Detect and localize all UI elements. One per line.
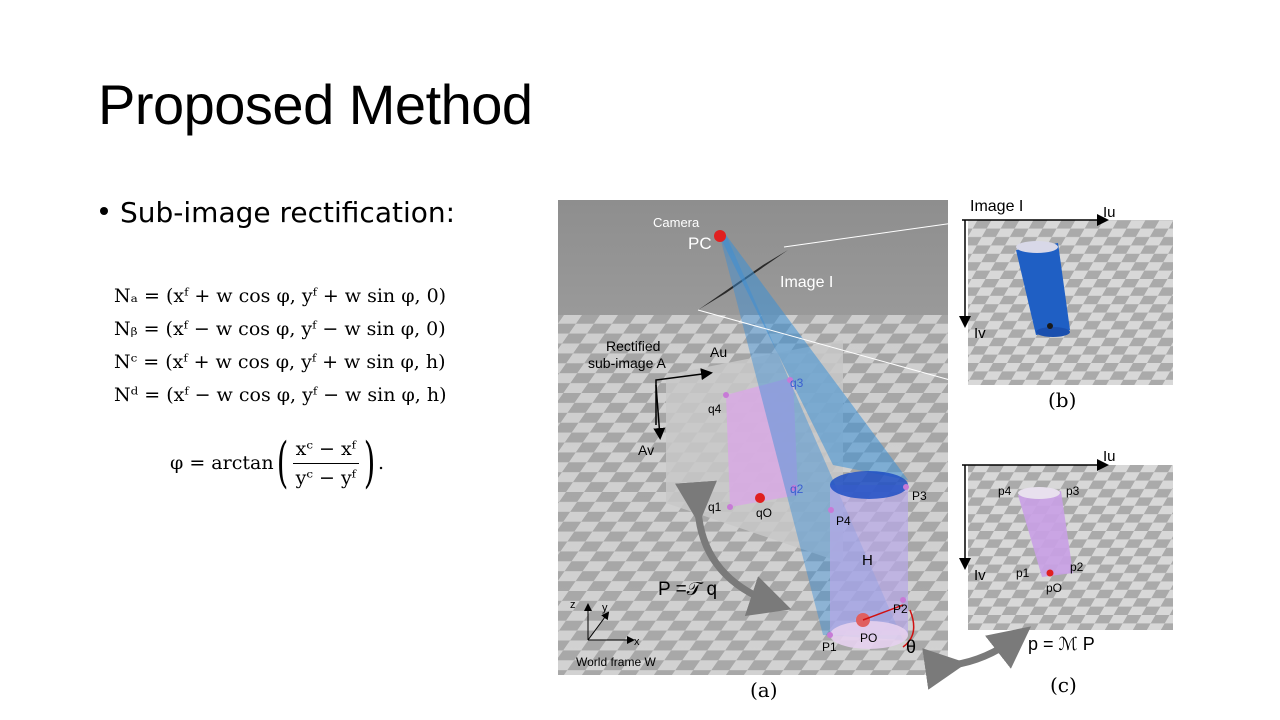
panel-c-p3-label: p3	[1066, 484, 1080, 498]
bullet-item: Sub-image rectification:	[100, 196, 455, 229]
x-label: x	[634, 636, 640, 648]
caption-b: (b)	[1048, 388, 1077, 412]
cylinder-body	[830, 485, 908, 635]
panel-b-background	[968, 220, 1173, 385]
q4-point	[723, 392, 729, 398]
bullet-dot	[100, 207, 108, 215]
caption-a: (a)	[750, 678, 778, 702]
q2-label: q2	[790, 482, 804, 496]
h-label: H	[862, 552, 873, 569]
q1-point	[727, 504, 733, 510]
world-frame-label: World frame W	[576, 655, 656, 669]
camera-label: Camera	[653, 215, 700, 230]
transform-label: P =𝒯 q	[658, 579, 717, 600]
phi-lhs: φ = arctan	[170, 452, 274, 474]
p2-label: P2	[893, 602, 908, 616]
panel-b: Image I Iu Iv	[959, 198, 1173, 385]
panel-c-iu-label: Iu	[1103, 448, 1116, 465]
panel-c-background	[968, 465, 1173, 630]
image-i-label: Image I	[780, 274, 833, 291]
panel-c-po-point	[1046, 569, 1054, 577]
p2-point	[900, 597, 906, 603]
panel-b-iv-label: Iv	[974, 325, 986, 342]
panel-b-cylinder	[1016, 243, 1070, 335]
camera-cone	[720, 235, 908, 480]
rectified-label: Rectified	[606, 338, 660, 354]
panel-c-iv-label: Iv	[974, 567, 986, 584]
sub-image-region	[726, 377, 798, 507]
panel-c-mapping-label: p = ℳ P	[1028, 634, 1095, 654]
au-label: Au	[710, 344, 727, 360]
connector-line-top	[783, 220, 969, 248]
y-axis	[587, 611, 610, 641]
phi-end: .	[377, 452, 385, 474]
phi-denominator: yᶜ − yᶠ	[295, 466, 356, 489]
phi-numerator: xᶜ − xᶠ	[292, 438, 359, 464]
av-label: Av	[638, 442, 654, 458]
equation-nc: Nᶜ = (xᶠ + w cos φ, yᶠ + w sin φ, h)	[114, 351, 446, 373]
phi-fraction: xᶜ − xᶠ yᶜ − yᶠ	[292, 438, 359, 489]
camera-point	[714, 230, 726, 242]
equation-nd: Nᵈ = (xᶠ − w cos φ, yᶠ − w sin φ, h)	[114, 384, 447, 406]
panel-c-cylinder	[1018, 491, 1073, 577]
panel-b-image-label: Image I	[970, 198, 1023, 215]
q3-point	[787, 377, 793, 383]
sub-image-label: sub-image A	[588, 355, 666, 371]
y-label: y	[602, 602, 608, 614]
caption-c: (c)	[1050, 673, 1077, 697]
panel-b-iu-label: Iu	[1103, 204, 1116, 221]
p3-label: P3	[912, 489, 927, 503]
cylinder-top	[830, 471, 908, 499]
connector-line-bottom	[697, 309, 969, 386]
slide-title: Proposed Method	[98, 73, 533, 136]
au-axis	[655, 368, 713, 425]
p1-point	[827, 632, 833, 638]
panel-b-cylinder-top	[1016, 241, 1058, 253]
av-axis	[653, 384, 666, 440]
p1-label: P1	[822, 640, 837, 654]
left-paren: (	[276, 431, 288, 494]
z-label: z	[570, 599, 576, 611]
panel-b-cylinder-bottom	[1036, 327, 1070, 337]
qo-label: qO	[756, 506, 772, 520]
theta-label: θ	[906, 637, 916, 657]
method-figure: Camera PC Image I Rectified sub-image A …	[558, 195, 1280, 705]
right-paren: )	[363, 431, 376, 494]
panel-b-point	[1047, 323, 1053, 329]
panel-c: Iu Iv p4 p3 p1 p2 pO p = ℳ P	[959, 448, 1173, 654]
equation-nb: Nᵦ = (xᶠ − w cos φ, yᶠ − w sin φ, 0)	[114, 318, 446, 340]
figure-svg: Camera PC Image I Rectified sub-image A …	[558, 198, 1173, 690]
q2-point	[791, 485, 797, 491]
po-label: PO	[860, 631, 877, 645]
panel-c-p1-label: p1	[1016, 566, 1030, 580]
transform-arrow	[675, 480, 792, 617]
panel-c-po-label: pO	[1046, 581, 1062, 595]
q3-label: q3	[790, 376, 804, 390]
p4-point	[828, 507, 834, 513]
qo-point	[755, 493, 765, 503]
phi-equation: φ = arctan ( xᶜ − xᶠ yᶜ − yᶠ ) .	[170, 436, 384, 490]
cylinder-bottom	[830, 621, 908, 649]
p3-point	[903, 484, 909, 490]
q1-label: q1	[708, 500, 722, 514]
panel-c-p4-label: p4	[998, 484, 1012, 498]
equation-block: Nₐ = (xᶠ + w cos φ, yᶠ + w sin φ, 0) Nᵦ …	[114, 280, 447, 412]
p4-label: P4	[836, 514, 851, 528]
theta-arc	[902, 609, 915, 648]
q4-label: q4	[708, 402, 722, 416]
panel-c-cylinder-top	[1018, 487, 1060, 499]
pc-label: PC	[688, 234, 712, 253]
theta-line	[862, 604, 904, 621]
panel-c-p2-label: p2	[1070, 560, 1084, 574]
equation-na: Nₐ = (xᶠ + w cos φ, yᶠ + w sin φ, 0)	[114, 285, 447, 307]
bullet-text: Sub-image rectification:	[120, 196, 456, 229]
mapping-arrow	[922, 626, 1032, 690]
panel-a: Camera PC Image I Rectified sub-image A …	[558, 200, 948, 675]
